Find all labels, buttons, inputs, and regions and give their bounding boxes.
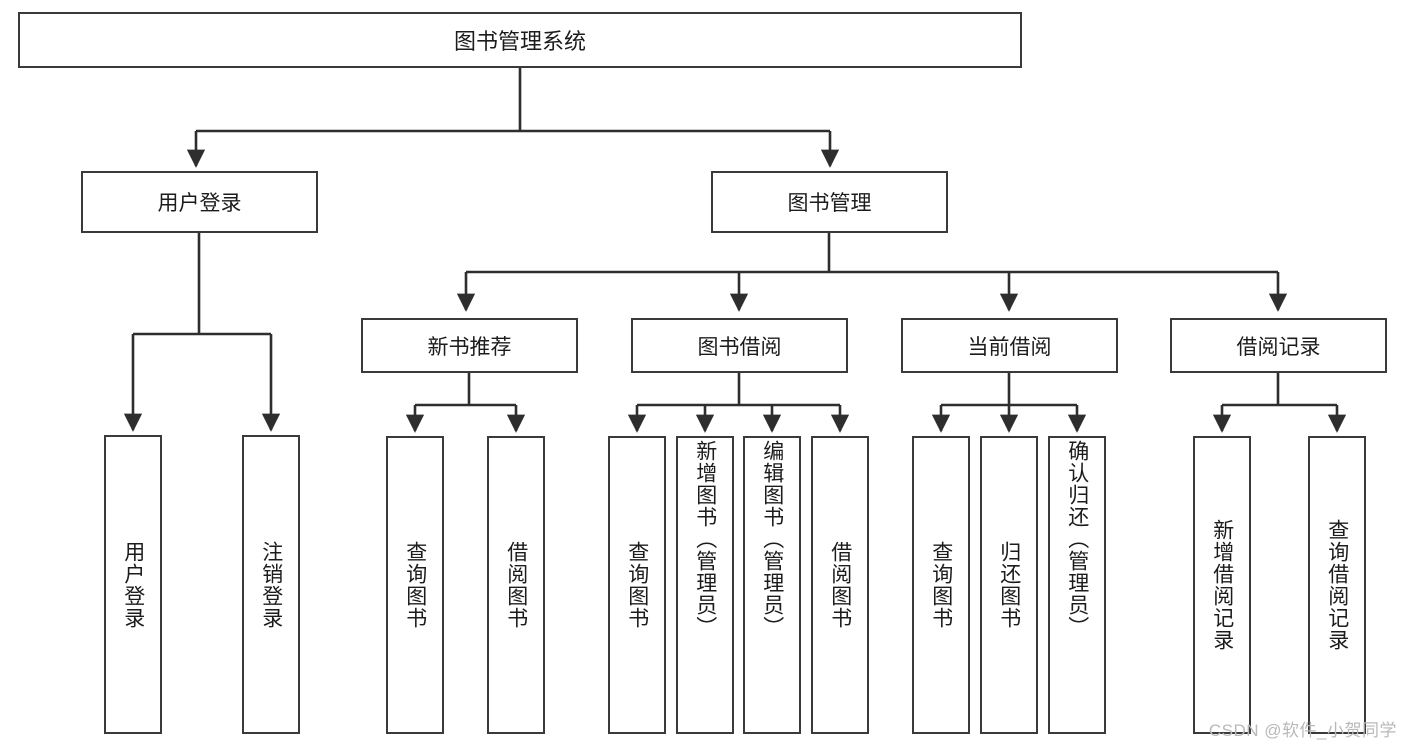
node-new-book-recommend[interactable]: 新书推荐 [361,318,578,373]
leaf-borrow-record-query[interactable]: 查询借阅记录 [1308,436,1366,734]
leaf-label: 编辑图书（管理员） [760,440,784,638]
node-book-management[interactable]: 图书管理 [711,171,948,233]
leaf-book-borrow-query[interactable]: 查询图书 [608,436,666,734]
leaf-label: 归还图书 [997,541,1021,629]
leaf-user-login-login[interactable]: 用户登录 [104,435,162,734]
leaf-current-borrow-query[interactable]: 查询图书 [912,436,970,734]
node-current-borrow-label: 当前借阅 [967,335,1052,359]
csdn-watermark: CSDN @软件_小贺同学 [1208,721,1397,740]
leaf-label: 用户登录 [121,540,145,629]
leaf-current-borrow-return[interactable]: 归还图书 [980,436,1038,734]
leaf-user-login-logout[interactable]: 注销登录 [242,435,300,734]
leaf-label: 新增借阅记录 [1210,519,1234,651]
node-root[interactable]: 图书管理系统 [18,12,1022,68]
node-borrow-record[interactable]: 借阅记录 [1170,318,1387,373]
leaf-book-borrow-add[interactable]: 新增图书（管理员） [676,436,734,734]
node-current-borrow[interactable]: 当前借阅 [901,318,1118,373]
leaf-borrow-record-add[interactable]: 新增借阅记录 [1193,436,1251,734]
leaf-book-borrow-borrow[interactable]: 借阅图书 [811,436,869,734]
node-borrow-record-label: 借阅记录 [1236,335,1321,359]
leaf-label: 查询图书 [625,541,649,629]
leaf-new-book-query[interactable]: 查询图书 [386,436,444,734]
leaf-label: 借阅图书 [504,541,528,629]
node-user-login-label: 用户登录 [157,192,242,215]
leaf-label: 查询图书 [929,541,953,629]
node-user-login[interactable]: 用户登录 [81,171,318,233]
node-root-label: 图书管理系统 [453,29,586,54]
leaf-label: 借阅图书 [828,541,852,629]
node-new-book-recommend-label: 新书推荐 [427,335,512,359]
leaf-label: 确认归还（管理员） [1065,440,1089,638]
leaf-new-book-borrow[interactable]: 借阅图书 [487,436,545,734]
node-book-borrow-label: 图书借阅 [697,335,782,359]
node-book-management-label: 图书管理 [787,192,872,215]
leaf-current-borrow-confirm-return[interactable]: 确认归还（管理员） [1048,436,1106,734]
leaf-label: 查询图书 [403,541,427,629]
leaf-book-borrow-edit[interactable]: 编辑图书（管理员） [743,436,801,734]
leaf-label: 新增图书（管理员） [693,440,717,638]
node-book-borrow[interactable]: 图书借阅 [631,318,848,373]
leaf-label: 查询借阅记录 [1325,519,1349,651]
leaf-label: 注销登录 [259,540,283,629]
